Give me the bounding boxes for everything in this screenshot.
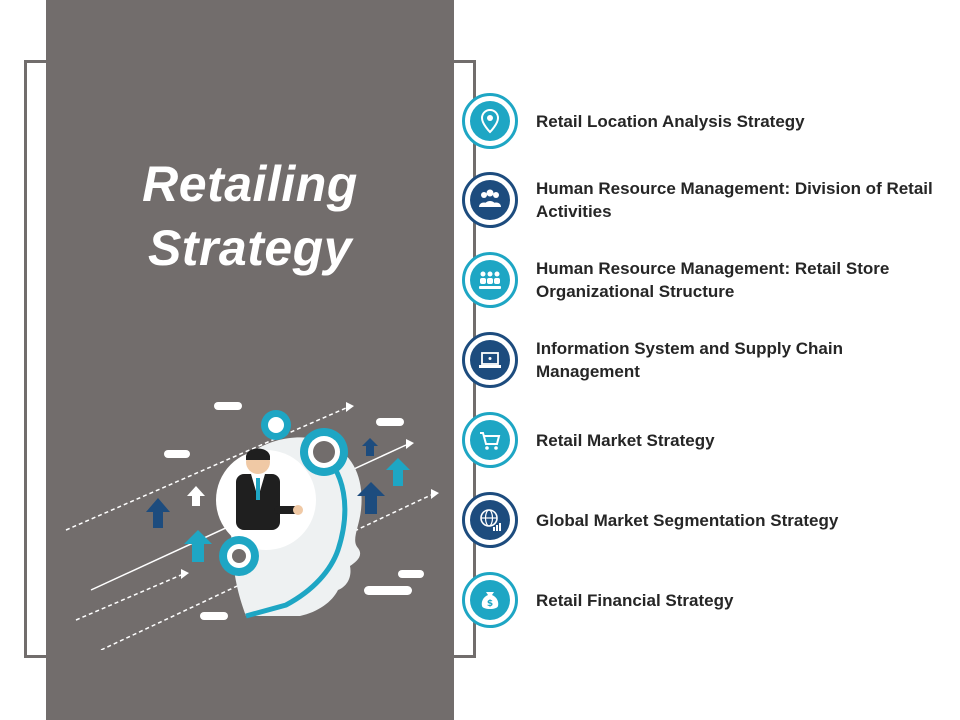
item-label: Human Resource Management: Division of R… — [536, 179, 933, 221]
list-item-info-system: Information System and Supply Chain Mana… — [462, 332, 952, 392]
list-item-global-segmentation: Global Market Segmentation Strategy — [462, 492, 952, 552]
laptop-icon — [462, 332, 518, 388]
shopping-cart-icon — [462, 412, 518, 468]
location-pin-icon — [462, 93, 518, 149]
list-item-retail-location: Retail Location Analysis Strategy — [462, 93, 952, 153]
item-label: Human Resource Management: Retail Store … — [536, 259, 890, 301]
money-bag-icon: $ — [462, 572, 518, 628]
title-line-2: Strategy — [147, 220, 353, 276]
item-label: Retail Location Analysis Strategy — [536, 111, 805, 131]
item-label: Retail Financial Strategy — [536, 590, 734, 610]
item-label: Global Market Segmentation Strategy — [536, 510, 839, 530]
list-item-hr-division: Human Resource Management: Division of R… — [462, 172, 952, 232]
team-icon — [462, 172, 518, 228]
left-panel: Retailing Strategy — [46, 0, 454, 720]
slide-title: Retailing Strategy — [46, 152, 454, 280]
group-icon — [462, 252, 518, 308]
globe-chart-icon — [462, 492, 518, 548]
list-item-retail-market: Retail Market Strategy — [462, 412, 952, 472]
item-label: Retail Market Strategy — [536, 430, 715, 450]
list-item-hr-structure: Human Resource Management: Retail Store … — [462, 252, 952, 312]
list-item-retail-financial: $ Retail Financial Strategy — [462, 572, 952, 632]
svg-text:$: $ — [487, 599, 493, 609]
businessman-gears-illustration — [65, 402, 439, 650]
item-label: Information System and Supply Chain Mana… — [536, 339, 843, 381]
title-line-1: Retailing — [142, 156, 358, 212]
